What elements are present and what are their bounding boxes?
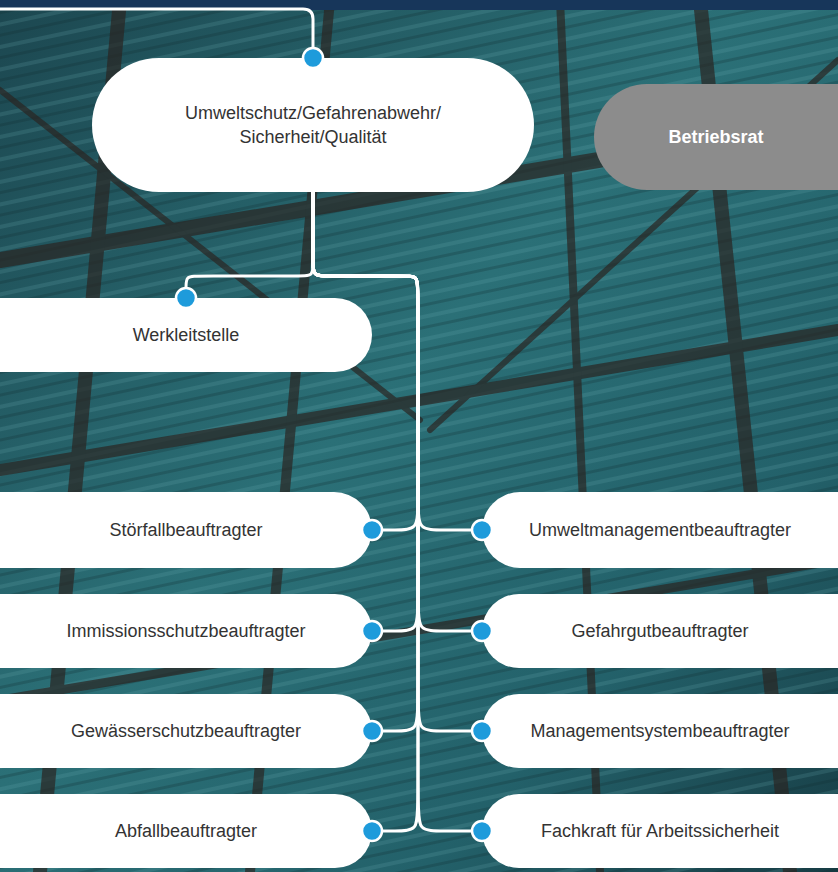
- officer-box: Managementsystembeauftragter: [482, 694, 838, 768]
- connector-dot: [176, 288, 196, 308]
- officer-box: Fachkraft für Arbeitssicherheit: [482, 794, 838, 868]
- connector-dot: [303, 48, 323, 68]
- officer-box: Abfallbeauftragter: [0, 794, 372, 868]
- officer-box: Gefahrgutbeauftragter: [482, 594, 838, 668]
- node-label: Fachkraft für Arbeitssicherheit: [541, 819, 779, 843]
- node-label: Gewässerschutzbeauftragter: [71, 719, 301, 743]
- node-label: Betriebsrat: [668, 125, 763, 149]
- header-line: [0, 9, 313, 58]
- node-label: Abfallbeauftragter: [115, 819, 257, 843]
- officer-box: Gewässerschutzbeauftragter: [0, 694, 372, 768]
- node-label: Störfallbeauftragter: [109, 518, 262, 542]
- node-label: Immissionsschutzbeauftragter: [66, 619, 305, 643]
- connector-dot: [472, 821, 492, 841]
- connector-line: [186, 192, 313, 298]
- officer-box: Umweltmanagementbeauftragter: [482, 492, 838, 568]
- connector-dot: [362, 520, 382, 540]
- node-label: Umweltschutz/Gefahrenabwehr/ Sicherheit/…: [143, 101, 483, 150]
- node-label: Werkleitstelle: [133, 323, 240, 347]
- connector-dot: [472, 621, 492, 641]
- officer-box: Störfallbeauftragter: [0, 492, 372, 568]
- node-label: Managementsystembeauftragter: [530, 719, 789, 743]
- node-label: Umweltmanagementbeauftragter: [529, 518, 791, 542]
- connector-dot: [362, 821, 382, 841]
- node-label: Gefahrgutbeauftragter: [571, 619, 748, 643]
- connector-dot: [362, 721, 382, 741]
- department-pill: Umweltschutz/Gefahrenabwehr/ Sicherheit/…: [92, 58, 534, 192]
- control-room-box: Werkleitstelle: [0, 298, 372, 372]
- connector-dot: [472, 520, 492, 540]
- connector-dot: [362, 621, 382, 641]
- officer-box: Immissionsschutzbeauftragter: [0, 594, 372, 668]
- connector-dot: [472, 721, 492, 741]
- council-pill: Betriebsrat: [594, 84, 838, 190]
